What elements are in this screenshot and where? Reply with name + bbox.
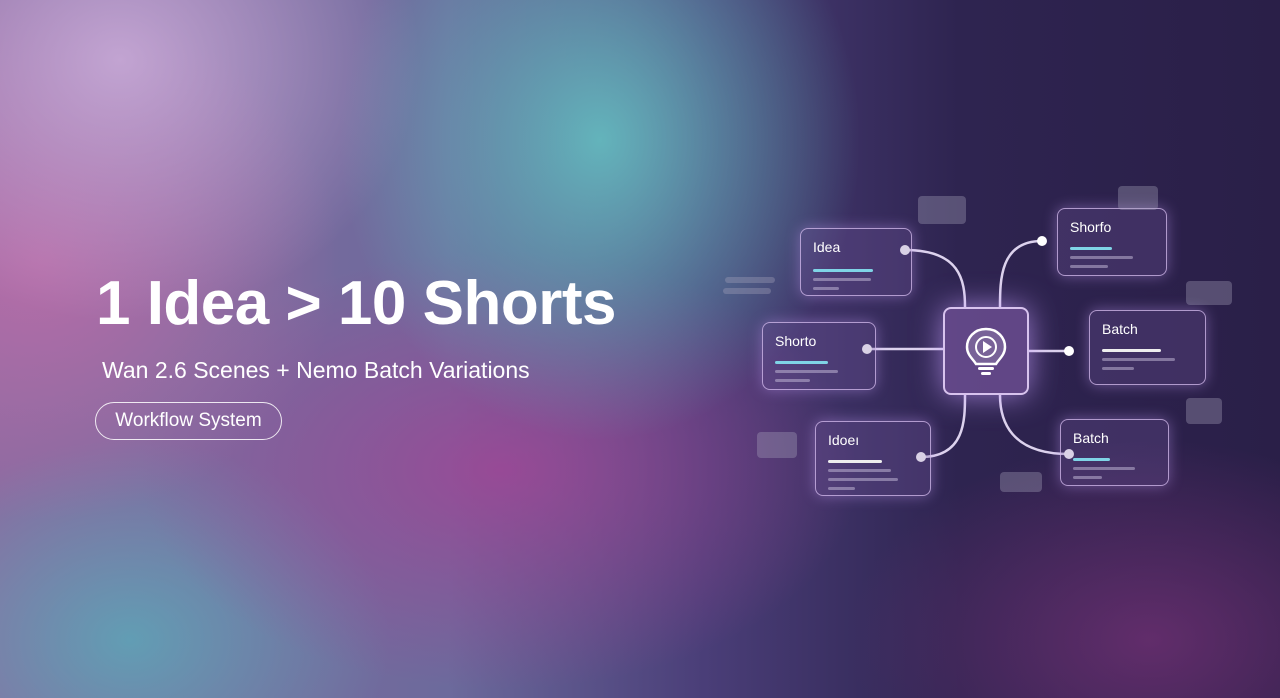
hero-subtitle: Wan 2.6 Scenes + Nemo Batch Variations	[102, 357, 530, 383]
dash-lines-icon	[723, 288, 771, 294]
code-tag-icon	[757, 432, 797, 458]
node-label: Idea	[813, 239, 841, 255]
lightbulb-play-icon	[965, 327, 1007, 375]
text-lines-icon	[1186, 281, 1232, 305]
dash-lines-icon	[725, 277, 775, 283]
node-label: Batch	[1102, 321, 1138, 337]
node-shorto: Shorto	[762, 322, 876, 390]
chat-bubble-icon	[918, 196, 966, 224]
hero-title: 1 Idea > 10 Shorts	[96, 269, 616, 338]
node-label: Shorto	[775, 333, 817, 349]
toggle-check-icon	[1186, 398, 1222, 424]
node-batch-right: Batch	[1089, 310, 1206, 385]
node-shorfo: Shorfo	[1057, 208, 1167, 276]
center-hub	[943, 307, 1029, 395]
node-idea: Idea	[800, 228, 912, 296]
node-idoei: Idoeı	[815, 421, 931, 496]
node-label: Batch	[1073, 430, 1109, 446]
workflow-system-badge[interactable]: Workflow System	[95, 402, 282, 440]
plus-tag-icon	[1118, 186, 1158, 210]
node-batch-bottom: Batch	[1060, 419, 1169, 486]
node-label: Shorfo	[1070, 219, 1112, 235]
slider-icon	[1000, 472, 1042, 492]
node-label: Idoeı	[828, 432, 860, 448]
